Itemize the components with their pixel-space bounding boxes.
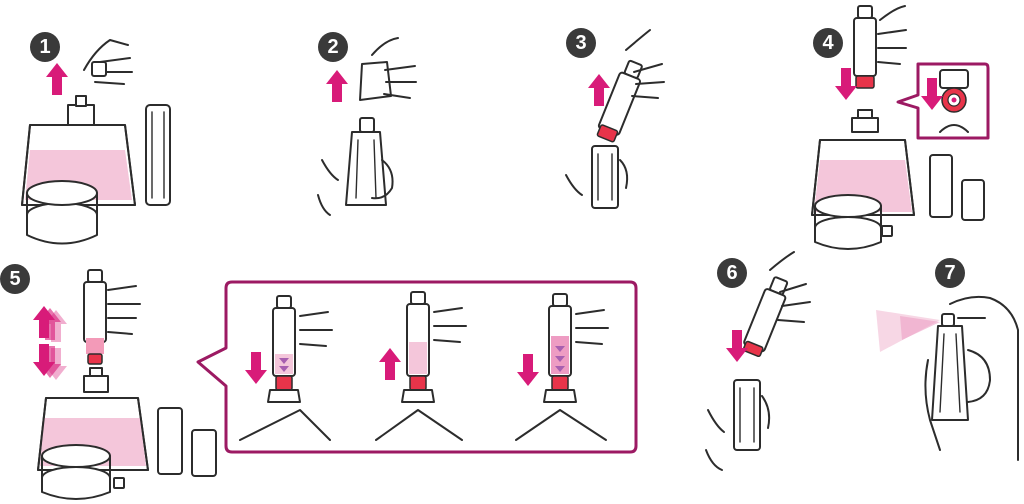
step-2-illustration	[317, 37, 417, 216]
step-7-badge: 7	[935, 258, 965, 288]
step-6-illustration	[705, 251, 811, 471]
step-2-badge: 2	[318, 32, 348, 62]
step-5-badge: 5	[0, 264, 30, 294]
step-4-illustration	[811, 5, 990, 250]
step-5-illustration	[33, 269, 638, 500]
step-3-illustration	[565, 29, 665, 209]
step-6-badge: 6	[717, 258, 747, 288]
step-4-badge: 4	[813, 28, 843, 58]
step-1-illustration	[21, 39, 171, 245]
step-1-badge: 1	[30, 32, 60, 62]
step-3-badge: 3	[566, 28, 596, 58]
step-7-illustration	[876, 295, 1019, 461]
